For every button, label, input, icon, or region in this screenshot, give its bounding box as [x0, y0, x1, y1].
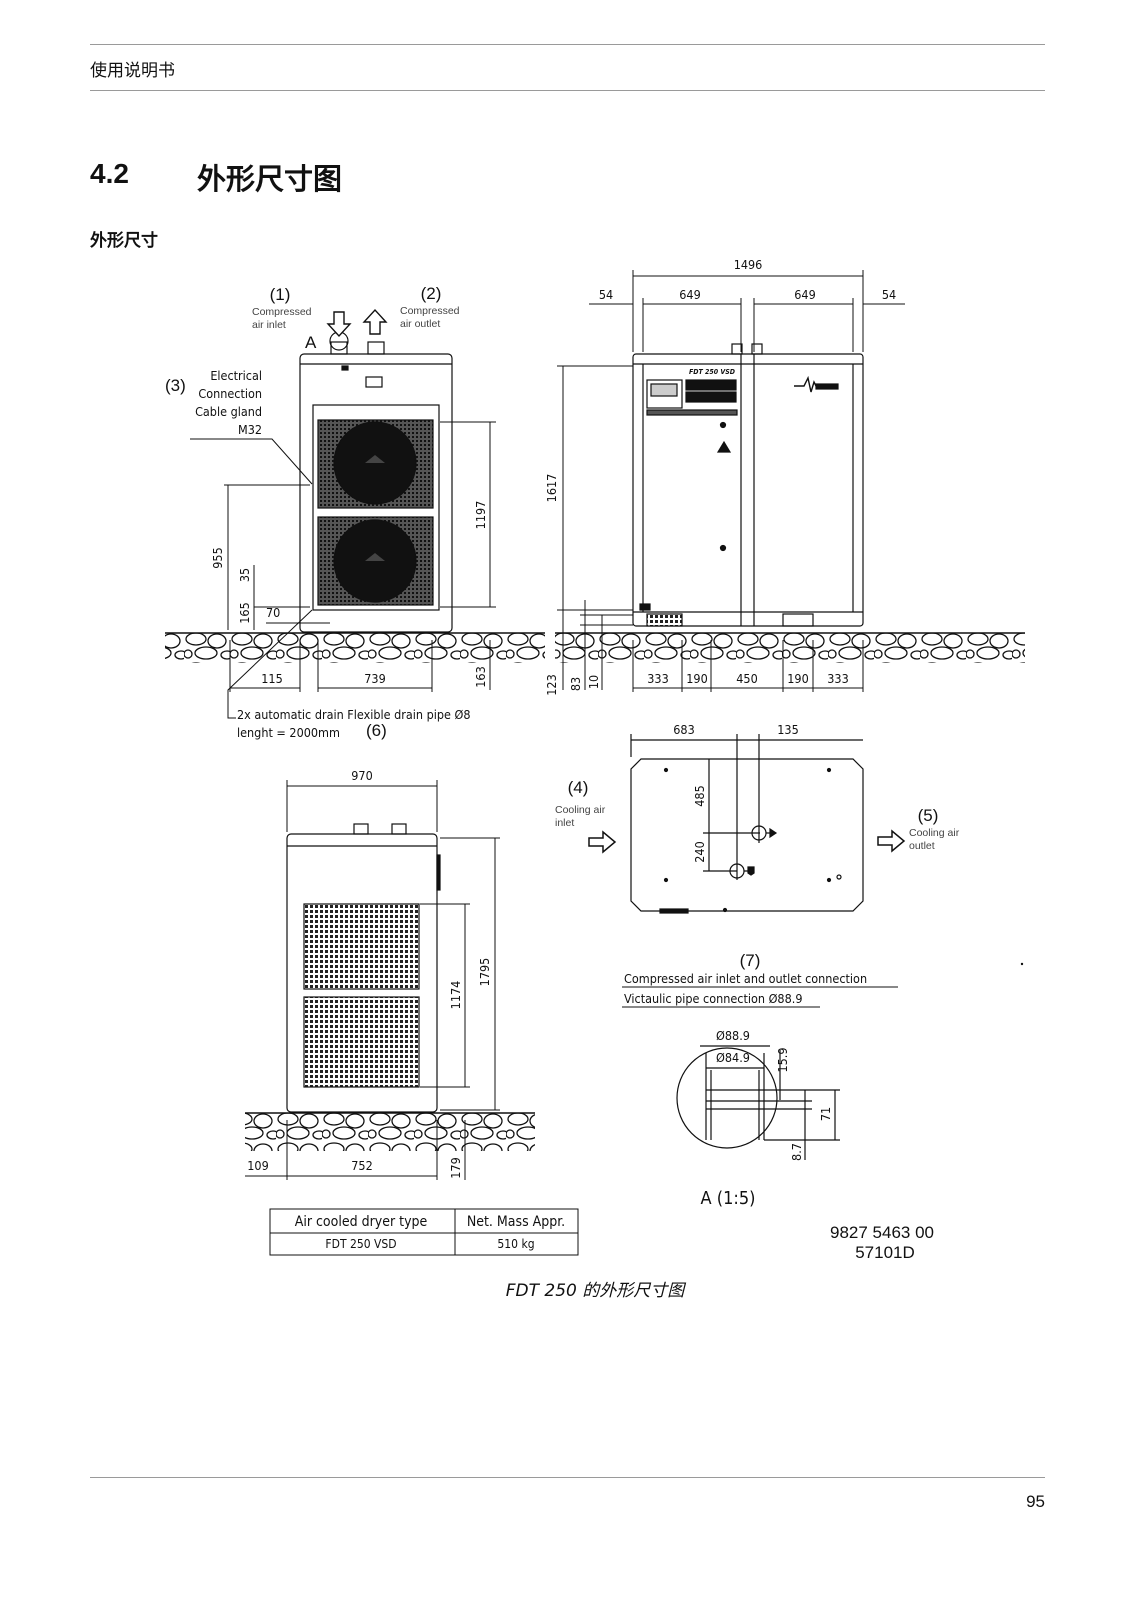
mass-table — [269, 1208, 579, 1256]
label-7-line2: Victaulic pipe connection Ø88.9 — [624, 991, 802, 1006]
label-1-line1: Compressed — [252, 306, 312, 318]
label-3-line3: Cable gland — [195, 404, 262, 419]
label-7-number: (7) — [740, 951, 761, 970]
dim-649-left: 649 — [679, 287, 700, 302]
label-1-number: (1) — [270, 285, 291, 304]
dim-83: 83 — [568, 677, 583, 691]
detail-a-title: A (1:5) — [701, 1188, 756, 1209]
dim-240: 240 — [692, 841, 707, 862]
front-view — [632, 343, 864, 627]
label-3-line1: Electrical — [210, 368, 262, 383]
label-2-line2: air outlet — [400, 318, 440, 330]
page-number: 95 — [1026, 1492, 1045, 1511]
ground-bottom — [245, 1112, 535, 1151]
section-title: 外形尺寸图 — [197, 162, 343, 196]
manual-title: 使用说明书 — [90, 61, 175, 81]
table-header-type: Air cooled dryer type — [295, 1214, 428, 1230]
header-bottom-rule — [90, 90, 1045, 91]
label-2-number: (2) — [421, 284, 442, 303]
rear-view — [286, 823, 441, 1113]
label-2-line1: Compressed — [400, 305, 460, 317]
dim-683: 683 — [673, 722, 694, 737]
top-view — [630, 734, 864, 914]
dim-333-left: 333 — [647, 671, 668, 686]
table-cell-mass: 510 kg — [497, 1237, 534, 1251]
dim-752: 752 — [351, 1158, 372, 1173]
dim-649-right: 649 — [794, 287, 815, 302]
dim-135: 135 — [777, 722, 798, 737]
dim-485: 485 — [692, 785, 707, 806]
outlet-arrow-icon — [362, 308, 388, 335]
ground-left — [165, 632, 545, 663]
subsection-title: 外形尺寸 — [90, 231, 158, 251]
ground-right — [555, 632, 1025, 663]
footer-rule — [90, 1477, 1045, 1478]
dim-70: 70 — [266, 605, 280, 620]
dim-8-7: 8.7 — [789, 1143, 804, 1161]
dim-109: 109 — [247, 1158, 268, 1173]
doc-code: 57101D — [855, 1243, 915, 1262]
dim-179: 179 — [448, 1157, 463, 1178]
cooling-outlet-arrow-icon — [877, 829, 906, 853]
dim-15-9: 15.9 — [775, 1047, 790, 1072]
dim-35: 35 — [237, 568, 252, 582]
dim-54-left: 54 — [599, 287, 613, 302]
dim-88-9: Ø88.9 — [716, 1028, 750, 1043]
label-3-line4: M32 — [238, 422, 262, 437]
dim-84-9: Ø84.9 — [716, 1050, 750, 1065]
dim-450: 450 — [736, 671, 757, 686]
dim-955: 955 — [210, 547, 225, 568]
front-panel-brand: FDT 250 VSD — [689, 368, 735, 376]
dim-739: 739 — [364, 671, 385, 686]
label-6-line1: 2x automatic drain Flexible drain pipe Ø… — [237, 707, 471, 722]
label-4-line2: inlet — [555, 817, 574, 829]
dim-163: 163 — [473, 666, 488, 687]
detail-marker: A — [305, 333, 317, 352]
label-7-line1: Compressed air inlet and outlet connecti… — [624, 971, 867, 986]
dim-970: 970 — [351, 768, 372, 783]
table-cell-type: FDT 250 VSD — [325, 1237, 396, 1251]
side-dim-lines — [224, 421, 496, 719]
dim-1795: 1795 — [477, 958, 492, 987]
label-5-number: (5) — [918, 806, 939, 825]
rear-dim-lines — [245, 780, 500, 1180]
dim-1197: 1197 — [473, 501, 488, 530]
table-header-mass: Net. Mass Appr. — [467, 1214, 565, 1230]
dim-165: 165 — [237, 602, 252, 623]
doc-number: 9827 5463 00 — [830, 1223, 934, 1242]
label-6-line2: lenght = 2000mm — [237, 725, 340, 740]
figure-caption: FDT 250 的外形尺寸图 — [505, 1281, 685, 1301]
detail-a-view — [676, 1045, 840, 1160]
label-5-line2: outlet — [909, 840, 935, 852]
stray-dot — [1020, 962, 1024, 966]
dim-10: 10 — [586, 675, 601, 689]
dim-123: 123 — [544, 674, 559, 695]
side-view — [299, 331, 453, 633]
label-4-number: (4) — [568, 778, 589, 797]
dim-54-right: 54 — [882, 287, 896, 302]
dim-333-right: 333 — [827, 671, 848, 686]
label-5-line1: Cooling air — [909, 827, 960, 839]
front-dim-lines — [557, 270, 905, 692]
inlet-arrow-icon — [326, 311, 352, 338]
dim-190-right: 190 — [787, 671, 808, 686]
dim-1174: 1174 — [448, 981, 463, 1010]
label-6-number: (6) — [366, 721, 387, 740]
dim-1496: 1496 — [734, 257, 763, 272]
label-3-line2: Connection — [198, 386, 262, 401]
label-3-number: (3) — [165, 376, 186, 395]
section-number: 4.2 — [90, 158, 129, 189]
dim-190-left: 190 — [686, 671, 707, 686]
dim-1617: 1617 — [544, 474, 559, 503]
label-1-line2: air inlet — [252, 319, 286, 331]
dim-115: 115 — [261, 671, 282, 686]
cooling-inlet-arrow-icon — [588, 830, 617, 854]
header-top-rule — [90, 44, 1045, 45]
label-4-line1: Cooling air — [555, 804, 606, 816]
dim-71: 71 — [818, 1107, 833, 1121]
